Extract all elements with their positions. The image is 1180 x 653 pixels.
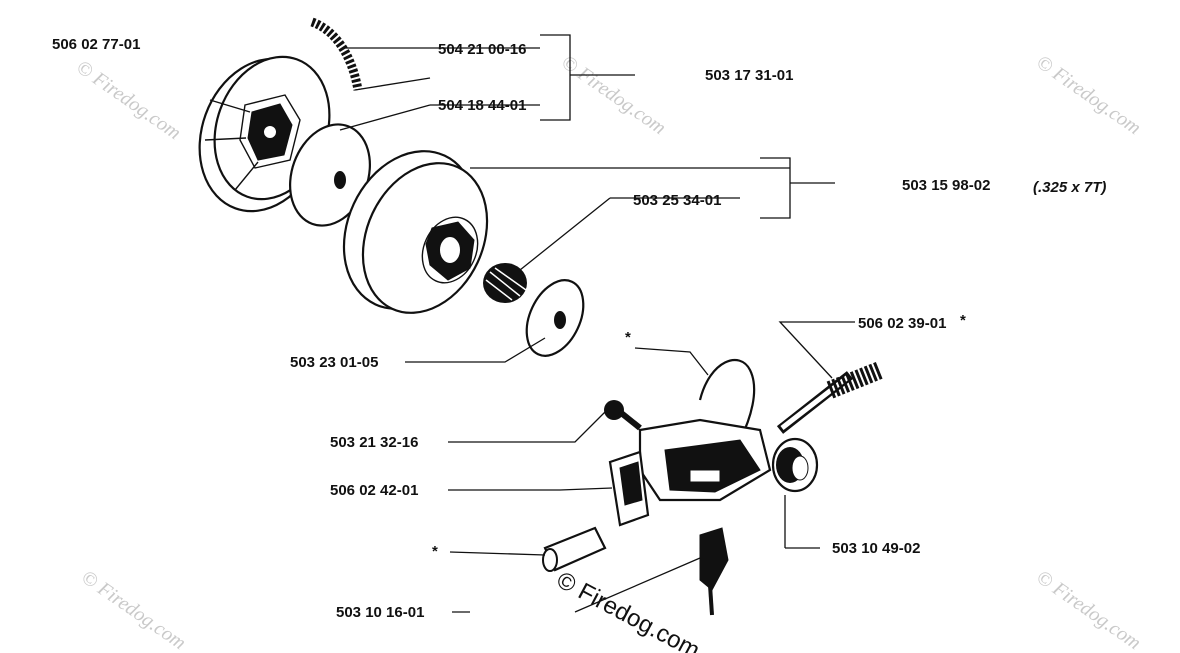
watermark-bottom-right: © Firedog.com [1032,566,1145,653]
worm-gear-part [771,437,819,493]
part-labels: 506 02 77-01 504 21 00-16 504 18 44-01 5… [52,36,1106,621]
label-drum-spec: (.325 x 7T) [1033,179,1106,196]
label-washer: 503 23 01-05 [290,354,378,371]
clutch-drum-part [342,150,489,314]
pump-bracket-part [608,450,650,527]
oil-hose-part [542,526,607,572]
leader-lines [339,34,855,613]
label-oil-pump: 506 02 39-01 [858,315,946,332]
watermark-top-center: © Firedog.com [557,51,670,139]
label-star-oil-hose: * [432,543,438,560]
label-star-pump-housing: * [625,329,631,346]
watermark-top-right: © Firedog.com [1032,51,1145,139]
label-worm-gear: 503 10 49-02 [832,540,920,557]
clutch-spring-part [310,17,363,91]
label-drum-kit: 503 15 98-02 [902,177,990,194]
oil-pickup-part [699,527,729,616]
needle-bearing-part [483,263,527,303]
label-clutch-washer: 504 18 44-01 [438,97,526,114]
screw-part [604,400,642,431]
washer-part [525,279,585,357]
label-oil-pump-star: * [960,312,966,329]
label-needle-bearing: 503 25 34-01 [633,192,721,209]
oil-pump-shaft-part [776,361,884,434]
watermark-center: © Firedog.com [552,566,704,653]
pump-housing-part [638,359,772,502]
label-clutch-spring: 504 21 00-16 [438,41,526,58]
label-pump-bracket: 506 02 42-01 [330,482,418,499]
label-screw: 503 21 32-16 [330,434,418,451]
label-clutch-kit: 503 17 31-01 [705,67,793,84]
watermark-top-left: © Firedog.com [72,56,185,144]
label-clutch-assembly: 506 02 77-01 [52,36,140,53]
label-oil-hose: 503 10 16-01 [336,604,424,621]
watermark-bottom-left: © Firedog.com [77,566,190,653]
